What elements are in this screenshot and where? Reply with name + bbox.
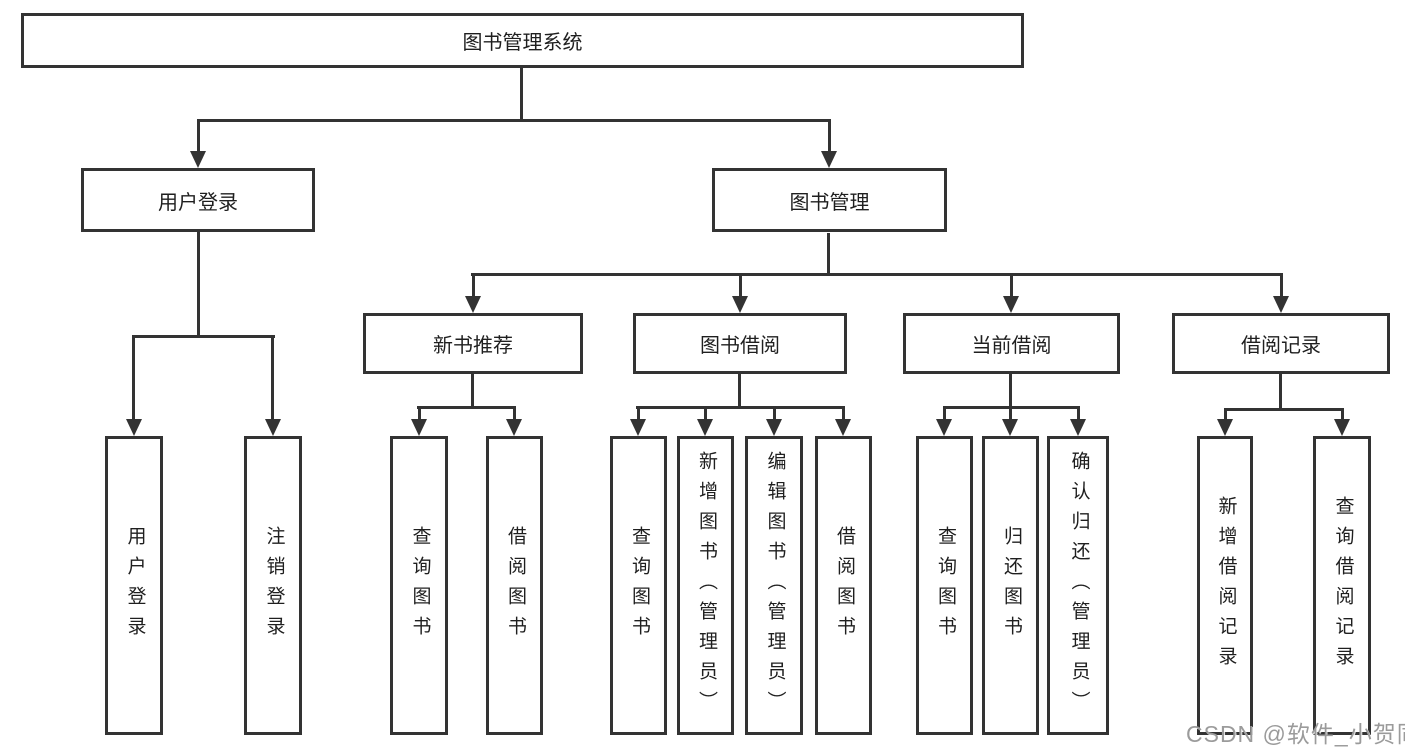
watermark: CSDN @软件_小贺同学 bbox=[1186, 721, 1405, 747]
connector-line bbox=[1010, 276, 1013, 296]
connector-arrowhead bbox=[1002, 419, 1018, 436]
leaf-label: 用户登录 bbox=[124, 525, 146, 646]
connector-line bbox=[1341, 411, 1344, 419]
connector-arrowhead bbox=[835, 419, 851, 436]
leaf-label: 编辑图书（管理员） bbox=[764, 450, 786, 721]
leaf-borrow-books-recommend: 借阅图书 bbox=[486, 436, 543, 735]
connector-line bbox=[1224, 408, 1344, 411]
leaf-logout: 注销登录 bbox=[244, 436, 302, 735]
leaf-label: 查询图书 bbox=[409, 525, 431, 646]
leaf-add-borrow-record: 新增借阅记录 bbox=[1197, 436, 1253, 735]
connector-arrowhead bbox=[1070, 419, 1086, 436]
leaf-label: 借阅图书 bbox=[833, 525, 855, 646]
leaf-query-borrow-record: 查询借阅记录 bbox=[1313, 436, 1371, 735]
connector-line bbox=[197, 119, 831, 122]
connector-arrowhead bbox=[697, 419, 713, 436]
connector-arrowhead bbox=[630, 419, 646, 436]
connector-line bbox=[738, 374, 741, 409]
connector-line bbox=[636, 406, 845, 409]
connector-line bbox=[132, 338, 135, 419]
connector-line bbox=[773, 409, 776, 419]
leaf-label: 新增图书（管理员） bbox=[695, 450, 717, 721]
node-library-system: 图书管理系统 bbox=[21, 13, 1024, 68]
connector-arrowhead bbox=[126, 419, 142, 436]
connector-arrowhead bbox=[265, 419, 281, 436]
leaf-confirm-return-admin: 确认归还（管理员） bbox=[1047, 436, 1109, 735]
connector-line bbox=[271, 338, 274, 419]
node-book-management: 图书管理 bbox=[712, 168, 947, 232]
connector-line bbox=[520, 68, 523, 121]
leaf-label: 借阅图书 bbox=[504, 525, 526, 646]
leaf-label: 归还图书 bbox=[1000, 525, 1022, 646]
connector-line bbox=[828, 122, 831, 152]
connector-line bbox=[739, 276, 742, 296]
connector-line bbox=[197, 232, 200, 338]
connector-line bbox=[842, 409, 845, 419]
connector-line bbox=[1279, 374, 1282, 411]
connector-line bbox=[472, 276, 475, 296]
connector-arrowhead bbox=[766, 419, 782, 436]
node-user-login: 用户登录 bbox=[81, 168, 315, 232]
leaf-label: 注销登录 bbox=[263, 525, 285, 646]
connector-line bbox=[637, 409, 640, 419]
connector-arrowhead bbox=[465, 296, 481, 313]
connector-arrowhead bbox=[732, 296, 748, 313]
connector-arrowhead bbox=[1273, 296, 1289, 313]
connector-line bbox=[1224, 411, 1227, 419]
node-current-borrowing: 当前借阅 bbox=[903, 313, 1120, 374]
connector-line bbox=[827, 233, 830, 276]
connector-line bbox=[471, 273, 1283, 276]
connector-line bbox=[704, 409, 707, 419]
leaf-return-books: 归还图书 bbox=[982, 436, 1039, 735]
connector-line bbox=[197, 122, 200, 152]
leaf-label: 查询图书 bbox=[934, 525, 956, 646]
connector-arrowhead bbox=[936, 419, 952, 436]
connector-line bbox=[1009, 374, 1012, 409]
connector-arrowhead bbox=[190, 151, 206, 168]
leaf-add-books-admin: 新增图书（管理员） bbox=[677, 436, 734, 735]
node-book-borrowing: 图书借阅 bbox=[633, 313, 847, 374]
leaf-label: 查询图书 bbox=[628, 525, 650, 646]
connector-arrowhead bbox=[1217, 419, 1233, 436]
node-borrowing-records: 借阅记录 bbox=[1172, 313, 1390, 374]
leaf-label: 查询借阅记录 bbox=[1332, 495, 1354, 676]
connector-arrowhead bbox=[506, 419, 522, 436]
connector-line bbox=[418, 409, 421, 419]
connector-line bbox=[943, 406, 1080, 409]
leaf-label: 新增借阅记录 bbox=[1215, 495, 1237, 676]
connector-line bbox=[471, 374, 474, 409]
leaf-user-login: 用户登录 bbox=[105, 436, 163, 735]
connector-line bbox=[1077, 409, 1080, 419]
leaf-query-books-borrowing: 查询图书 bbox=[610, 436, 667, 735]
leaf-query-books-recommend: 查询图书 bbox=[390, 436, 448, 735]
connector-line bbox=[943, 409, 946, 419]
connector-line bbox=[132, 335, 275, 338]
connector-line bbox=[1280, 276, 1283, 296]
leaf-edit-books-admin: 编辑图书（管理员） bbox=[745, 436, 803, 735]
connector-arrowhead bbox=[411, 419, 427, 436]
node-new-book-recommend: 新书推荐 bbox=[363, 313, 583, 374]
leaf-query-books-current: 查询图书 bbox=[916, 436, 973, 735]
connector-line bbox=[513, 409, 516, 419]
connector-line bbox=[417, 406, 516, 409]
connector-arrowhead bbox=[821, 151, 837, 168]
leaf-label: 确认归还（管理员） bbox=[1068, 450, 1090, 721]
leaf-borrow-books-borrowing: 借阅图书 bbox=[815, 436, 872, 735]
connector-line bbox=[1009, 409, 1012, 419]
connector-arrowhead bbox=[1003, 296, 1019, 313]
connector-arrowhead bbox=[1334, 419, 1350, 436]
